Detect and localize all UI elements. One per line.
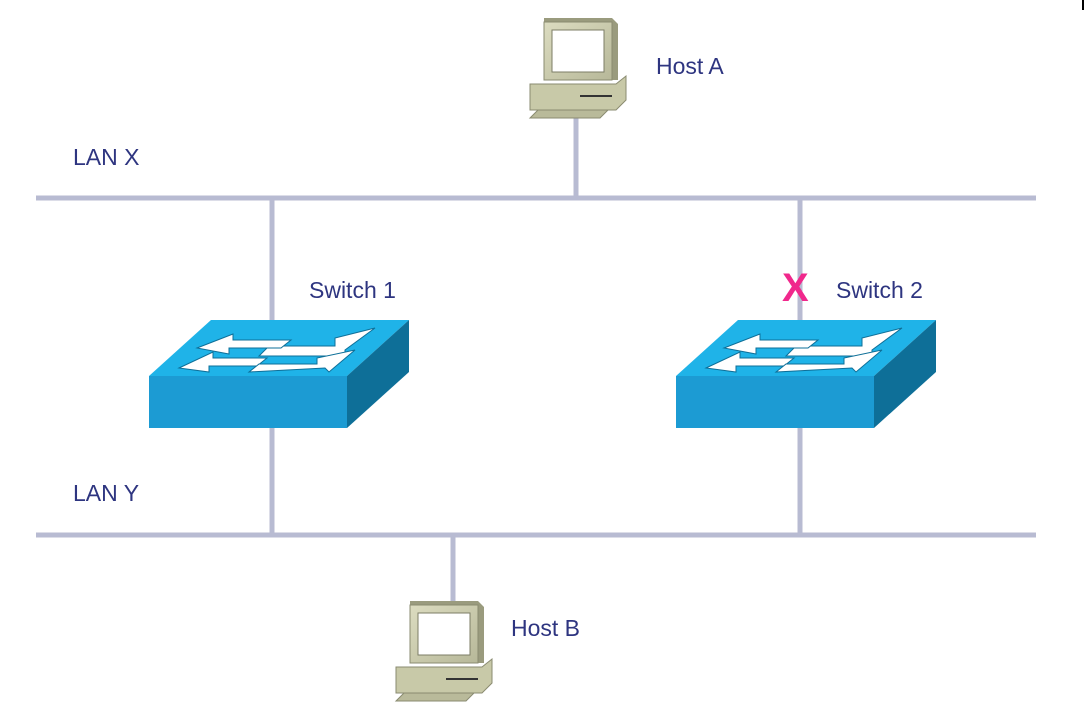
host-a-label: Host A — [656, 53, 724, 79]
switch-2-label: Switch 2 — [836, 277, 923, 303]
blocked-port-mark: X — [782, 266, 809, 310]
host-b-icon — [395, 600, 493, 702]
host-a-icon — [529, 17, 627, 119]
switch-1-icon — [148, 319, 410, 429]
host-b-label: Host B — [511, 615, 581, 641]
switch-2-icon — [675, 319, 937, 429]
lan-y-label: LAN Y — [73, 480, 140, 506]
switch-1-label: Switch 1 — [309, 277, 396, 303]
lan-x-label: LAN X — [73, 144, 140, 170]
corner-tick — [1082, 0, 1084, 10]
network-links — [36, 118, 1036, 605]
